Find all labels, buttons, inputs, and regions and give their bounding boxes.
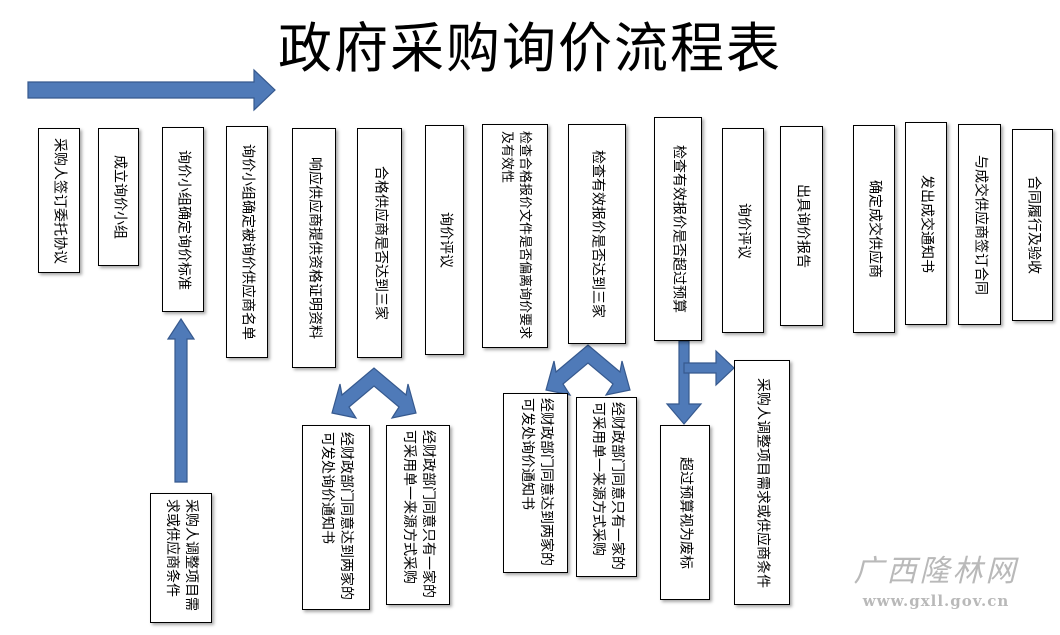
step-14: 发出成交通知书	[905, 122, 947, 325]
right-arrow-s10	[683, 349, 735, 387]
step-13-text: 确定成交供应商	[866, 180, 883, 278]
watermark-url: www.gxll.gov.cn	[862, 592, 1010, 610]
watermark-name: 广西隆林网	[853, 554, 1019, 589]
step-1: 采购人签订委托协议	[38, 128, 80, 273]
step-11: 询价评议	[722, 128, 764, 333]
step-5: 响应供应商提供资格证明资料	[292, 128, 336, 368]
branch-1: 采购人调整项目需求或供应商条件	[150, 493, 212, 623]
up-arrow-b1	[166, 317, 196, 483]
branch-3-text: 经财政部门同意只有一家的可采用单一来源方式采购	[401, 430, 436, 598]
branch-1-text: 采购人调整项目需求或供应商条件	[164, 499, 199, 611]
split-arrow-s6	[331, 367, 417, 419]
step-9-text: 检查有效报价是否达到三家	[589, 150, 606, 318]
branch-2: 经财政部门同意达到两家的可发处询价通知书	[302, 425, 370, 610]
step-5-text: 响应供应商提供资格证明资料	[306, 157, 323, 339]
split-arrow-s9	[545, 344, 631, 396]
step-13: 确定成交供应商	[853, 125, 895, 333]
branch-4-text: 经财政部门同意达到两家的可发处询价通知书	[518, 398, 554, 566]
step-15: 与成交供应商签订合同	[958, 124, 1001, 325]
branch-6-text: 超过预算视为废标	[677, 456, 694, 569]
down-arrow-s10	[665, 340, 703, 425]
step-12-text: 出具询价报告	[794, 184, 810, 268]
step-4: 询价小组确定被询价供应商名单	[226, 126, 268, 358]
branch-2-text: 经财政部门同意达到两家的可发处询价通知书	[319, 431, 354, 600]
branch-5: 经财政部门同意只有一家的可采用单一来源方式采购	[576, 397, 637, 577]
step-16-text: 合同履行及验收	[1025, 176, 1041, 274]
step-10-text: 检查有效报价是否超过预算	[670, 145, 687, 313]
branch-7: 采购人调整项目需求或供应商条件	[734, 360, 790, 605]
branch-5-text: 经财政部门同意只有一家的可采用单一来源方式采购	[589, 402, 625, 570]
direction-arrow	[27, 68, 276, 112]
step-6: 合格供应商是否达到三家	[357, 128, 402, 358]
branch-6: 超过预算视为废标	[660, 425, 710, 600]
step-9: 检查有效报价是否达到三家	[568, 124, 626, 344]
step-11-text: 询价评议	[735, 202, 752, 259]
branch-7-text: 采购人调整项目需求或供应商条件	[754, 377, 771, 588]
branch-3: 经财政部门同意只有一家的可采用单一来源方式采购	[386, 425, 450, 605]
step-16: 合同履行及验收	[1012, 129, 1053, 321]
step-8-text: 检查合格报价文件是否偏离询价要求及有效性	[499, 131, 532, 340]
step-12: 出具询价报告	[780, 126, 823, 326]
step-7-text: 询价评议	[437, 212, 453, 268]
step-15-text: 与成交供应商签订合同	[972, 154, 988, 295]
step-3: 询价小组确定询价标准	[162, 127, 204, 312]
step-10: 检查有效报价是否超过预算	[654, 117, 702, 341]
step-2-text: 成立询价小组	[111, 155, 127, 239]
step-6-text: 合格供应商是否达到三家	[372, 166, 388, 320]
branch-4: 经财政部门同意达到两家的可发处询价通知书	[503, 393, 568, 573]
step-8: 检查合格报价文件是否偏离询价要求及有效性	[482, 124, 548, 348]
step-3-text: 询价小组确定询价标准	[175, 149, 192, 290]
page-title: 政府采购询价流程表	[278, 17, 782, 80]
step-4-text: 询价小组确定被询价供应商名单	[239, 144, 256, 340]
step-2: 成立询价小组	[98, 128, 139, 266]
step-7: 询价评议	[425, 125, 464, 355]
step-1-text: 采购人签订委托协议	[51, 137, 68, 264]
watermark: 广西隆林网 www.gxll.gov.cn	[826, 552, 1046, 610]
step-14-text: 发出成交通知书	[918, 174, 935, 273]
